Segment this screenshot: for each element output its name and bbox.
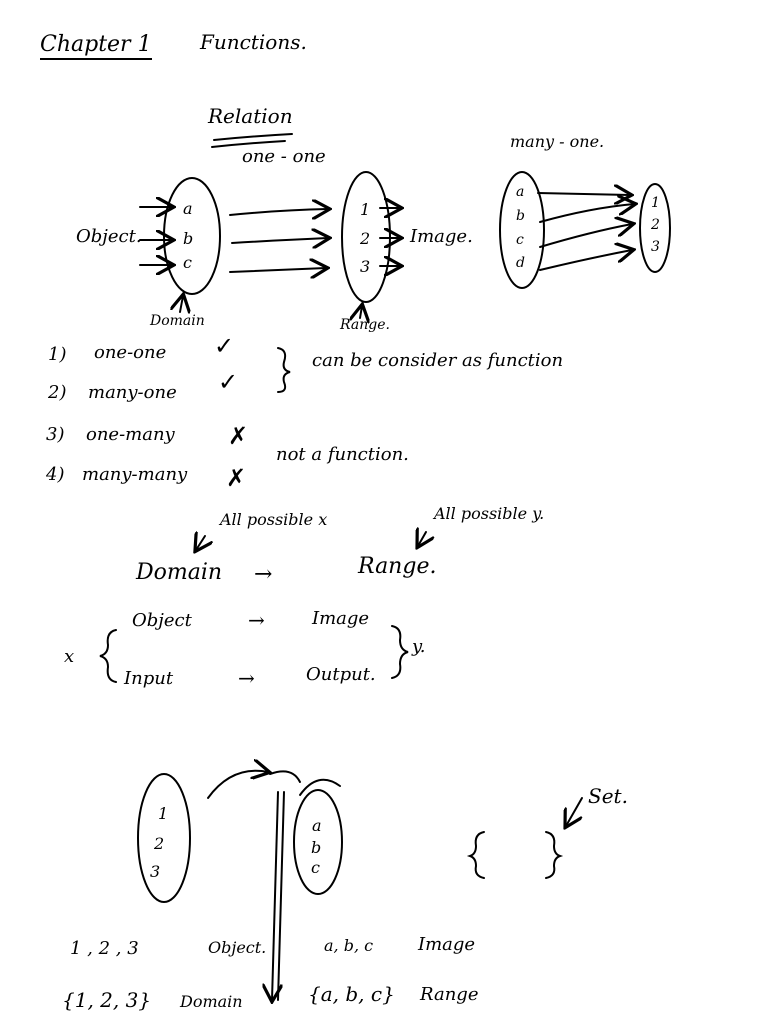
set-element-3: 3 [150,862,161,881]
type-1-label: one-one [94,342,167,363]
row2-domain-set: {1, 2, 3} [62,988,152,1012]
bottom-right-ellipse [293,789,343,895]
bottom-left-ellipse [137,773,191,903]
bottom-curved-arrow [207,771,268,799]
domain-word: Domain [136,560,223,585]
range-element-3: 3 [360,257,371,276]
mo-left-b: b [516,208,525,224]
mo-left-d: d [516,255,525,271]
y-variable: y. [412,636,426,657]
many-one-label: many - one. [510,132,605,151]
mo-left-c: c [516,232,524,248]
mo-left-a: a [516,184,525,200]
row1-image-elements: a, b, c [324,936,374,955]
row2-range-set: {a, b, c} [308,982,395,1006]
mo-right-1: 1 [651,195,660,211]
set-right-brace [545,831,564,879]
many-one-right-ellipse [639,183,671,273]
object-arrow: → [248,608,265,632]
bottom-right-hook [299,778,341,796]
chapter-label: Chapter 1 [40,34,152,60]
set-left-brace [466,831,485,879]
type-1-num: 1) [48,344,67,365]
range-pointer [360,306,362,318]
input-arrow: → [238,666,255,690]
set-pointer [566,797,583,826]
type-3-num: 3) [46,424,65,445]
map-arrow-3 [229,268,326,272]
range-element-1: 1 [360,200,371,219]
set-element-2: 2 [154,834,165,853]
mo-arrow-1 [537,193,630,195]
mo-arrow-4 [539,250,632,271]
check-icon: ✓ [214,332,235,360]
divider-line-1 [272,791,278,1000]
not-function-text: not a function. [276,444,409,465]
mo-right-3: 3 [651,239,660,255]
input-word: Input [124,668,174,689]
consider-text: can be consider as function [312,350,564,371]
all-x-pointer [196,536,205,550]
cross-icon: ✗ [226,464,247,492]
range-word: Range. [358,554,437,579]
set-label: Set. [588,784,628,808]
row1-image-label: Image [418,934,476,955]
object-label: Object. [76,226,142,247]
domain-element-b: b [183,229,194,248]
x-variable: x [64,646,75,667]
domain-element-c: c [183,253,192,272]
row2-domain-label: Domain [180,992,243,1011]
mo-arrow-2 [539,204,634,223]
type-2-num: 2) [48,382,67,403]
mo-arrow-3 [539,224,632,248]
domain-pointer [180,296,183,312]
domain-arrow: → [254,562,273,587]
one-one-label: one - one [242,146,326,167]
map-arrow-2 [231,238,328,243]
bottom-curve-tail [269,770,301,783]
row1-elements: 1 , 2 , 3 [70,938,139,959]
type-2-label: many-one [88,382,177,403]
object-word: Object [132,610,192,631]
set-element-c: c [311,858,320,877]
type-4-label: many-many [82,464,188,485]
output-word: Output. [306,664,376,685]
cross-icon: ✗ [228,422,249,450]
map-arrow-1 [229,209,328,215]
domain-element-a: a [183,199,193,218]
mo-right-2: 2 [651,217,660,233]
set-element-1: 1 [158,804,169,823]
type-3-label: one-many [86,424,175,445]
consider-brace [277,347,291,393]
set-element-b: b [311,838,322,857]
many-one-left-ellipse [499,171,545,289]
x-left-brace [99,629,117,683]
all-possible-x: All possible x [220,510,328,529]
row2-range-label: Range [420,984,479,1005]
all-y-pointer [418,532,426,546]
domain-label: Domain [150,313,205,329]
image-label: Image. [410,226,473,247]
divider-line-2 [277,791,285,1001]
check-icon: ✓ [218,368,239,396]
range-label: Range. [340,317,390,333]
type-4-num: 4) [46,464,65,485]
row1-object-label: Object. [208,938,267,957]
relation-underline-2 [211,140,286,148]
range-element-2: 2 [360,229,371,248]
set-element-a: a [312,816,322,835]
y-right-brace [391,625,409,679]
image-word: Image [312,608,370,629]
relation-underline-1 [213,133,293,141]
relation-heading: Relation [208,104,293,128]
all-possible-y: All possible y. [434,504,545,523]
chapter-title: Functions. [200,30,307,54]
